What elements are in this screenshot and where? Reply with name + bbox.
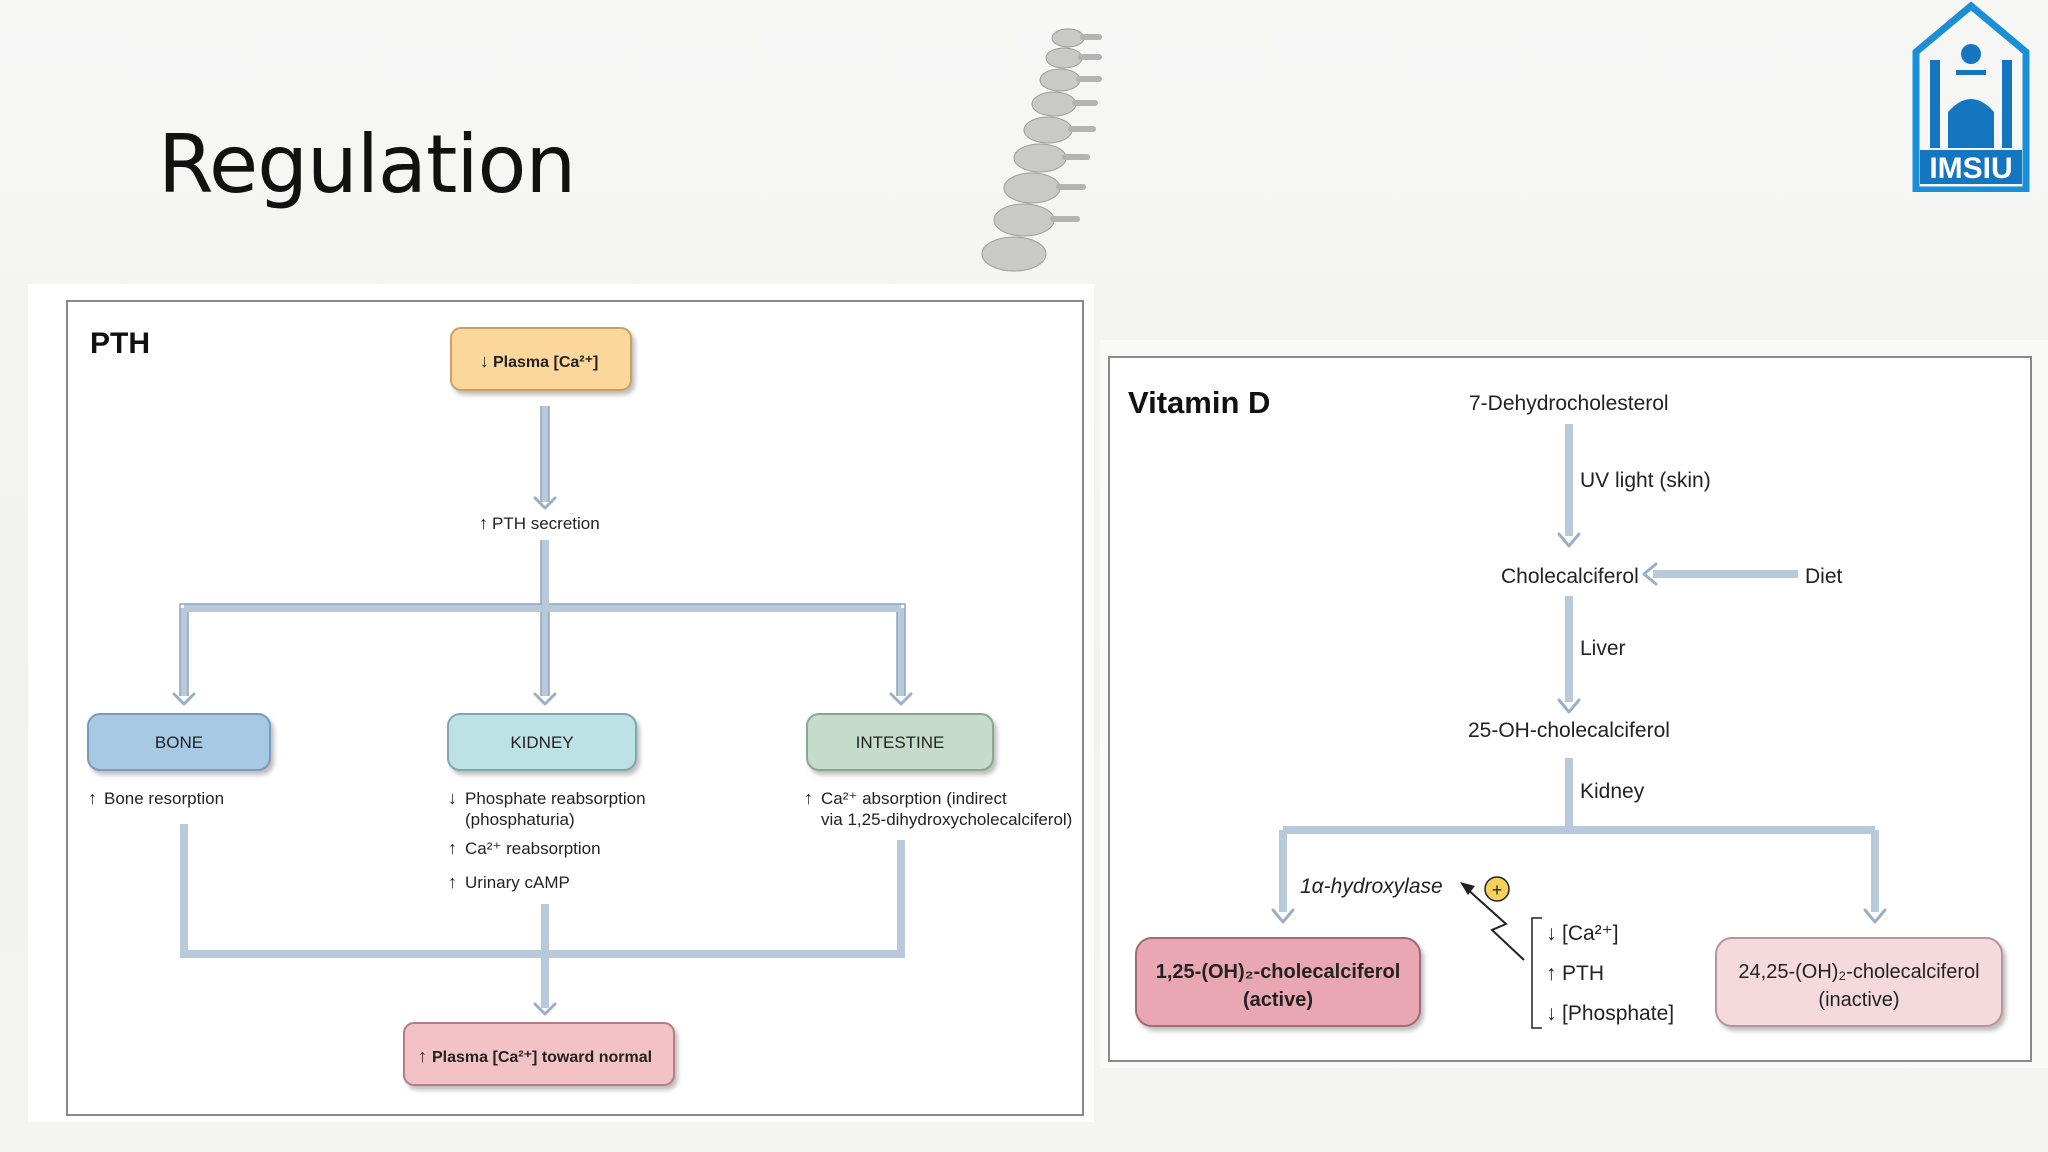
vitamin-d-heading: Vitamin D [1128, 385, 1270, 420]
pth-kidney-phosphate: Phosphate reabsorption [465, 789, 646, 808]
vitamin-d-kidney: Kidney [1580, 780, 1645, 803]
pth-panel: PTH ↓ Plasma [Ca²⁺] [28, 284, 1094, 1122]
svg-text:↑: ↑ [448, 838, 457, 858]
pth-intestine-box: INTESTINE [806, 713, 994, 771]
pth-diagram: PTH ↓ Plasma [Ca²⁺] [87, 327, 1072, 1086]
plus-badge: + [1484, 876, 1510, 902]
svg-text:↑: ↑ [88, 788, 97, 808]
stimulus-phosphate: [Phosphate] [1562, 1002, 1674, 1025]
pth-intestine-effect-2: via 1,25-dihydroxycholecalciferol) [821, 810, 1072, 829]
vitamin-d-connectors [1279, 424, 1879, 912]
svg-text:↓: ↓ [1546, 922, 1557, 945]
svg-text:↓: ↓ [448, 788, 457, 808]
pth-bottom-box: ↑ Plasma [Ca²⁺] toward normal [403, 1022, 675, 1086]
plus-sign: + [1492, 880, 1503, 900]
active-form-box: 1,25-(OH)₂-cholecalciferol (active) [1135, 937, 1421, 1027]
pth-secretion-label: PTH secretion [492, 514, 600, 533]
svg-text:↑: ↑ [1546, 962, 1557, 985]
imsiu-logo: IMSIU [1912, 1, 2030, 192]
pth-heading: PTH [90, 327, 150, 360]
vitamin-d-cholecalciferol: Cholecalciferol [1501, 565, 1639, 588]
pth-top-box: ↓ Plasma [Ca²⁺] [450, 327, 632, 391]
pth-top-box-label: Plasma [Ca²⁺] [493, 354, 598, 371]
svg-text:↓: ↓ [480, 351, 489, 371]
stimulation-zigzag-arrow [1465, 887, 1525, 961]
vitamin-d-panel: Vitamin D 7-Dehydrocholesterol UV light … [1100, 340, 2048, 1068]
svg-text:↑: ↑ [448, 872, 457, 892]
pth-kidney-ca: Ca²⁺ reabsorption [465, 839, 601, 858]
svg-text:↑: ↑ [804, 788, 813, 808]
vitamin-d-precursor: 7-Dehydrocholesterol [1469, 392, 1669, 415]
logo-text: IMSIU [1929, 152, 2012, 185]
pth-intestine-effect-1: Ca²⁺ absorption (indirect [821, 789, 1007, 808]
vitamin-d-diet: Diet [1805, 565, 1843, 588]
spine-image [981, 28, 1102, 272]
inactive-form-name: 24,25-(OH)₂-cholecalciferol [1738, 961, 1979, 983]
pth-kidney-phosphaturia: (phosphaturia) [465, 810, 575, 829]
vitamin-d-liver: Liver [1580, 637, 1626, 660]
slide-title: Regulation [158, 118, 576, 211]
pth-connectors [180, 406, 905, 1008]
svg-text:↑: ↑ [479, 513, 488, 533]
active-form-status: (active) [1243, 989, 1313, 1011]
svg-text:↑: ↑ [418, 1046, 427, 1066]
vitamin-d-25oh: 25-OH-cholecalciferol [1468, 719, 1670, 742]
pth-intestine-label: INTESTINE [856, 733, 945, 752]
inactive-form-box: 24,25-(OH)₂-cholecalciferol (inactive) [1715, 937, 2003, 1027]
stimulation-arrowhead [1460, 882, 1475, 895]
pth-bottom-box-label: Plasma [Ca²⁺] toward normal [432, 1049, 652, 1066]
pth-kidney-label: KIDNEY [510, 733, 573, 752]
vitamin-d-arrowheads [1271, 532, 1887, 924]
vitamin-d-diagram: Vitamin D 7-Dehydrocholesterol UV light … [1128, 385, 2003, 1029]
vitamin-d-uv-label: UV light (skin) [1580, 469, 1711, 492]
inactive-form-status: (inactive) [1818, 989, 1899, 1011]
pth-kidney-box: KIDNEY [447, 713, 637, 771]
vitamin-d-hydroxylase: 1α-hydroxylase [1300, 875, 1443, 898]
pth-kidney-camp: Urinary cAMP [465, 873, 570, 892]
pth-bone-effect: Bone resorption [104, 789, 224, 808]
stimulus-ca: [Ca²⁺] [1562, 922, 1619, 945]
svg-text:↓: ↓ [1546, 1002, 1557, 1025]
pth-arrowheads [172, 496, 913, 1016]
active-form-name: 1,25-(OH)₂-cholecalciferol [1156, 961, 1401, 983]
stimulus-pth: PTH [1562, 962, 1604, 985]
pth-frame [66, 300, 1084, 1116]
stimuli-bracket [1531, 917, 1542, 1029]
pth-bone-box: BONE [87, 713, 271, 771]
pth-connector-outlines [179, 406, 906, 696]
pth-bone-label: BONE [155, 733, 203, 752]
